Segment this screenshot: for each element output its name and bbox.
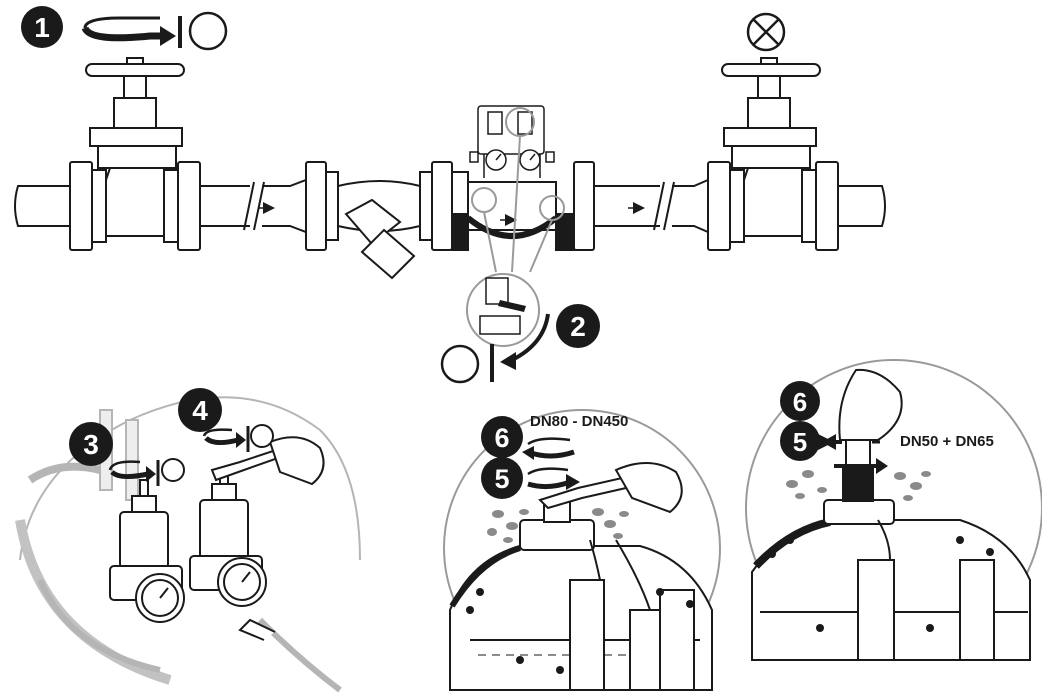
range-label-large: DN80 - DN450: [530, 413, 628, 430]
detail-callouts: [471, 107, 565, 273]
svg-text:4: 4: [192, 395, 208, 426]
range-label-small: DN50 + DN65: [900, 433, 994, 450]
svg-text:1: 1: [34, 12, 50, 43]
step-5-badge: 5: [780, 421, 820, 461]
counterclockwise-arrow-icon: [522, 437, 575, 460]
svg-text:3: 3: [83, 429, 99, 460]
step-4-badge: 4: [178, 388, 222, 432]
step-6-badge: 6: [481, 416, 523, 458]
step-2-badge: 2: [556, 304, 600, 348]
water-spray-icon: [786, 470, 931, 501]
svg-text:6: 6: [494, 423, 509, 453]
step-6-badge: 6: [780, 381, 820, 421]
open-circle-icon: [250, 424, 274, 448]
rotation-arrow-icon: [202, 426, 250, 452]
water-spray-icon: [487, 508, 629, 543]
open-circle-icon: [440, 344, 480, 384]
zoom-detail: [466, 273, 540, 347]
panel-large-valve-bleed: [443, 409, 721, 691]
pipeline: [14, 57, 886, 280]
close-rotation-arrow-icon: [490, 313, 550, 382]
step-5-badge: 5: [481, 457, 523, 499]
clockwise-arrow-icon: [527, 467, 580, 490]
step-1-badge: 1: [21, 6, 63, 48]
panel-small-valve-bleed: [745, 359, 1042, 661]
flow-arrow-icon: [258, 202, 645, 226]
open-circle-icon: [188, 11, 228, 51]
svg-text:5: 5: [494, 464, 509, 494]
svg-text:6: 6: [793, 387, 807, 417]
pipe-break-marks: [243, 181, 675, 231]
rotation-arrow-icon: [108, 460, 160, 486]
svg-text:2: 2: [570, 311, 586, 342]
open-circle-icon: [161, 458, 185, 482]
crossed-circle-icon: [746, 12, 786, 52]
open-rotation-arrow-icon: [81, 16, 182, 48]
step-3-badge: 3: [69, 422, 113, 466]
pilot-assembly: [469, 105, 555, 178]
panel-pilot-adjustment: [15, 396, 361, 693]
svg-text:5: 5: [793, 427, 807, 457]
